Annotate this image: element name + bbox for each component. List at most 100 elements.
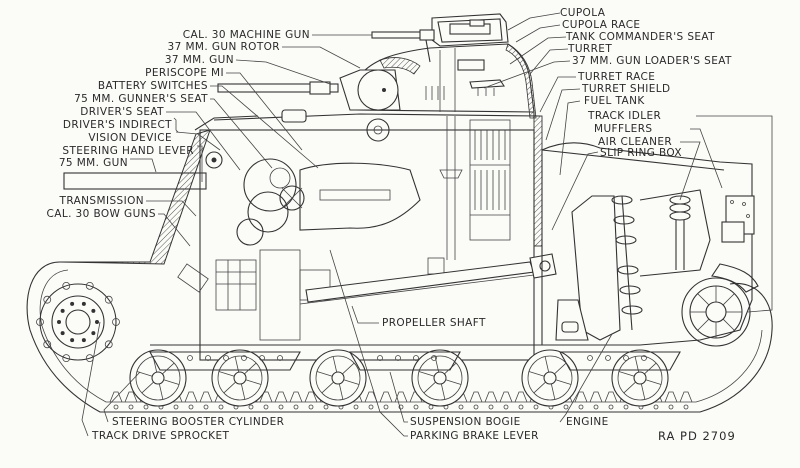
track-link-pin: [518, 404, 524, 410]
track-teeth: [109, 391, 693, 410]
sprocket-bolt: [60, 331, 65, 336]
label-turret-shield: TURRET SHIELD: [582, 83, 671, 95]
label-propeller-shaft: PROPELLER SHAFT: [382, 317, 486, 329]
track-link-pin: [323, 404, 329, 410]
label-drivers-seat: DRIVER'S SEAT: [80, 106, 164, 118]
road-wheel-spoke: [555, 379, 572, 385]
idler-spoke: [722, 293, 735, 306]
track-link-pin: [353, 404, 359, 410]
road-wheel-spoke: [332, 356, 338, 373]
road-wheel-spoke: [418, 371, 435, 377]
label-tank-commanders-seat: TANK COMMANDER'S SEAT: [566, 31, 715, 43]
track-link-pin: [308, 404, 314, 410]
sprocket-bolt: [60, 308, 65, 313]
road-wheel-spoke: [141, 381, 154, 394]
cupola: [431, 13, 509, 47]
road-wheel-rim: [315, 355, 361, 401]
label-37mm-gun-loaders-seat: 37 MM. GUN LOADER'S SEAT: [572, 55, 732, 67]
leader-lines: [81, 12, 773, 437]
sprocket-tooth: [104, 295, 113, 304]
sprocket-tooth: [36, 318, 44, 326]
track-tooth: [664, 391, 678, 403]
road-wheel-hub: [543, 371, 557, 385]
track-link-pin: [428, 404, 434, 410]
idler-spoke: [722, 318, 735, 331]
track-link-pin: [623, 404, 629, 410]
label-battery-switches: BATTERY SWITCHES: [97, 80, 208, 92]
road-wheel-spoke: [423, 381, 436, 394]
track-link-pin: [128, 404, 134, 410]
track-link-pin: [533, 404, 539, 410]
road-wheel-spoke: [218, 371, 235, 377]
track-tooth: [199, 391, 213, 403]
label-steering-hand-lever: STEERING HAND LEVER: [62, 145, 194, 157]
road-wheel-spoke: [554, 362, 567, 375]
sprocket-tooth: [112, 318, 120, 326]
label-mufflers: MUFFLERS: [594, 123, 653, 135]
label-periscope-m1: PERISCOPE MI: [145, 67, 224, 79]
sprocket-bolt: [70, 301, 75, 306]
track-link-pin: [368, 404, 374, 410]
hull-interior: [150, 116, 590, 361]
bogie-bolt: [259, 355, 265, 361]
label-suspension-bogie: SUSPENSION BOGIE: [410, 416, 521, 428]
track-link-pin: [263, 404, 269, 410]
road-wheel-spoke: [644, 362, 657, 375]
track-tooth: [124, 391, 138, 403]
label-turret: TURRET: [568, 43, 613, 55]
sprocket-bolt: [81, 301, 86, 306]
road-wheel-spoke: [245, 379, 262, 385]
bogie-bolt: [241, 355, 247, 361]
bogie-bolt: [205, 355, 211, 361]
track-link-pin: [608, 404, 614, 410]
bogie-bolt: [277, 355, 283, 361]
track-link-pin: [473, 404, 479, 410]
label-37mm-gun: 37 MM. GUN: [164, 54, 234, 66]
track-tooth: [304, 391, 318, 403]
label-37mm-gun-rotor: 37 MM. GUN ROTOR: [167, 41, 280, 53]
road-wheel-spoke: [244, 362, 257, 375]
sprocket-bolt: [81, 338, 86, 343]
track-link-pin: [683, 404, 689, 410]
track-link-pin: [113, 404, 119, 410]
road-wheel-spoke: [533, 381, 546, 394]
bogie-bolt: [587, 355, 593, 361]
track-tooth: [109, 391, 123, 403]
label-drivers-indirect: DRIVER'S INDIRECT: [62, 119, 172, 131]
sprocket-bolt: [95, 320, 99, 324]
road-wheel-spoke: [618, 371, 635, 377]
road-wheel-spoke: [343, 379, 360, 385]
track-drive-sprocket: [36, 281, 120, 363]
label-air-cleaner: AIR CLEANER: [598, 136, 673, 148]
road-wheel-spoke: [623, 381, 636, 394]
label-75mm-gunners-seat: 75 MM. GUNNER'S SEAT: [74, 93, 208, 105]
track-link-pin: [203, 404, 209, 410]
bogie-bolt: [223, 355, 229, 361]
label-cupola: CUPOLA: [560, 7, 606, 19]
label-fuel-tank: FUEL TANK: [584, 95, 645, 107]
37mm-gun-barrel: [217, 57, 421, 142]
bogie-bolt: [395, 355, 401, 361]
road-wheel-spoke: [338, 383, 344, 400]
label-track-idler: TRACK IDLER: [588, 110, 662, 122]
road-wheel-spoke: [550, 383, 556, 400]
track-tooth: [679, 391, 693, 403]
bogie-bolt: [431, 355, 437, 361]
road-wheel-spoke: [316, 371, 333, 377]
road-wheel-rim: [527, 355, 573, 401]
road-wheels: [129, 349, 669, 407]
label-cal30-machine-gun: CAL. 30 MACHINE GUN: [182, 29, 310, 41]
road-wheel-spoke: [158, 383, 164, 400]
track-link-pin: [668, 404, 674, 410]
track-link-pin: [413, 404, 419, 410]
road-wheel-spoke: [162, 362, 175, 375]
track-link-pin: [248, 404, 254, 410]
bogie-bolt: [187, 355, 193, 361]
track-link-pin: [218, 404, 224, 410]
track-link-pin: [173, 404, 179, 410]
label-steering-booster-cylinder: STEERING BOOSTER CYLINDER: [112, 416, 285, 428]
sprocket-tooth: [43, 340, 52, 349]
track-tooth: [574, 391, 588, 403]
track-link-pin: [458, 404, 464, 410]
